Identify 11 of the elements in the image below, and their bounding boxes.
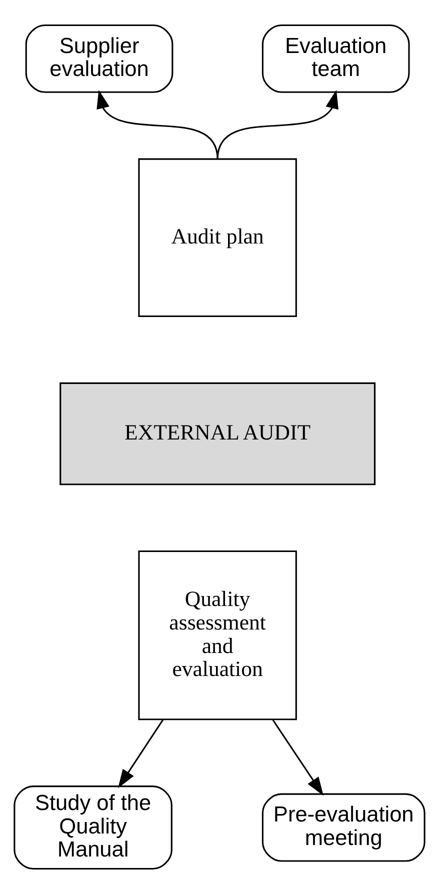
node-box: Supplier evaluation	[25, 24, 174, 93]
arrow	[96, 90, 218, 160]
arrow	[272, 719, 324, 796]
node-box: Pre-evaluation meeting	[262, 793, 426, 862]
node-box: Audit plan	[138, 158, 297, 318]
node-box: Quality assessment and evaluation	[138, 550, 297, 720]
arrow	[118, 719, 164, 788]
arrow	[216, 90, 338, 160]
node-box: EXTERNAL AUDIT	[60, 382, 376, 486]
node-box: Study of the Quality Manual	[14, 786, 172, 870]
node-box: Evaluation team	[262, 24, 410, 93]
